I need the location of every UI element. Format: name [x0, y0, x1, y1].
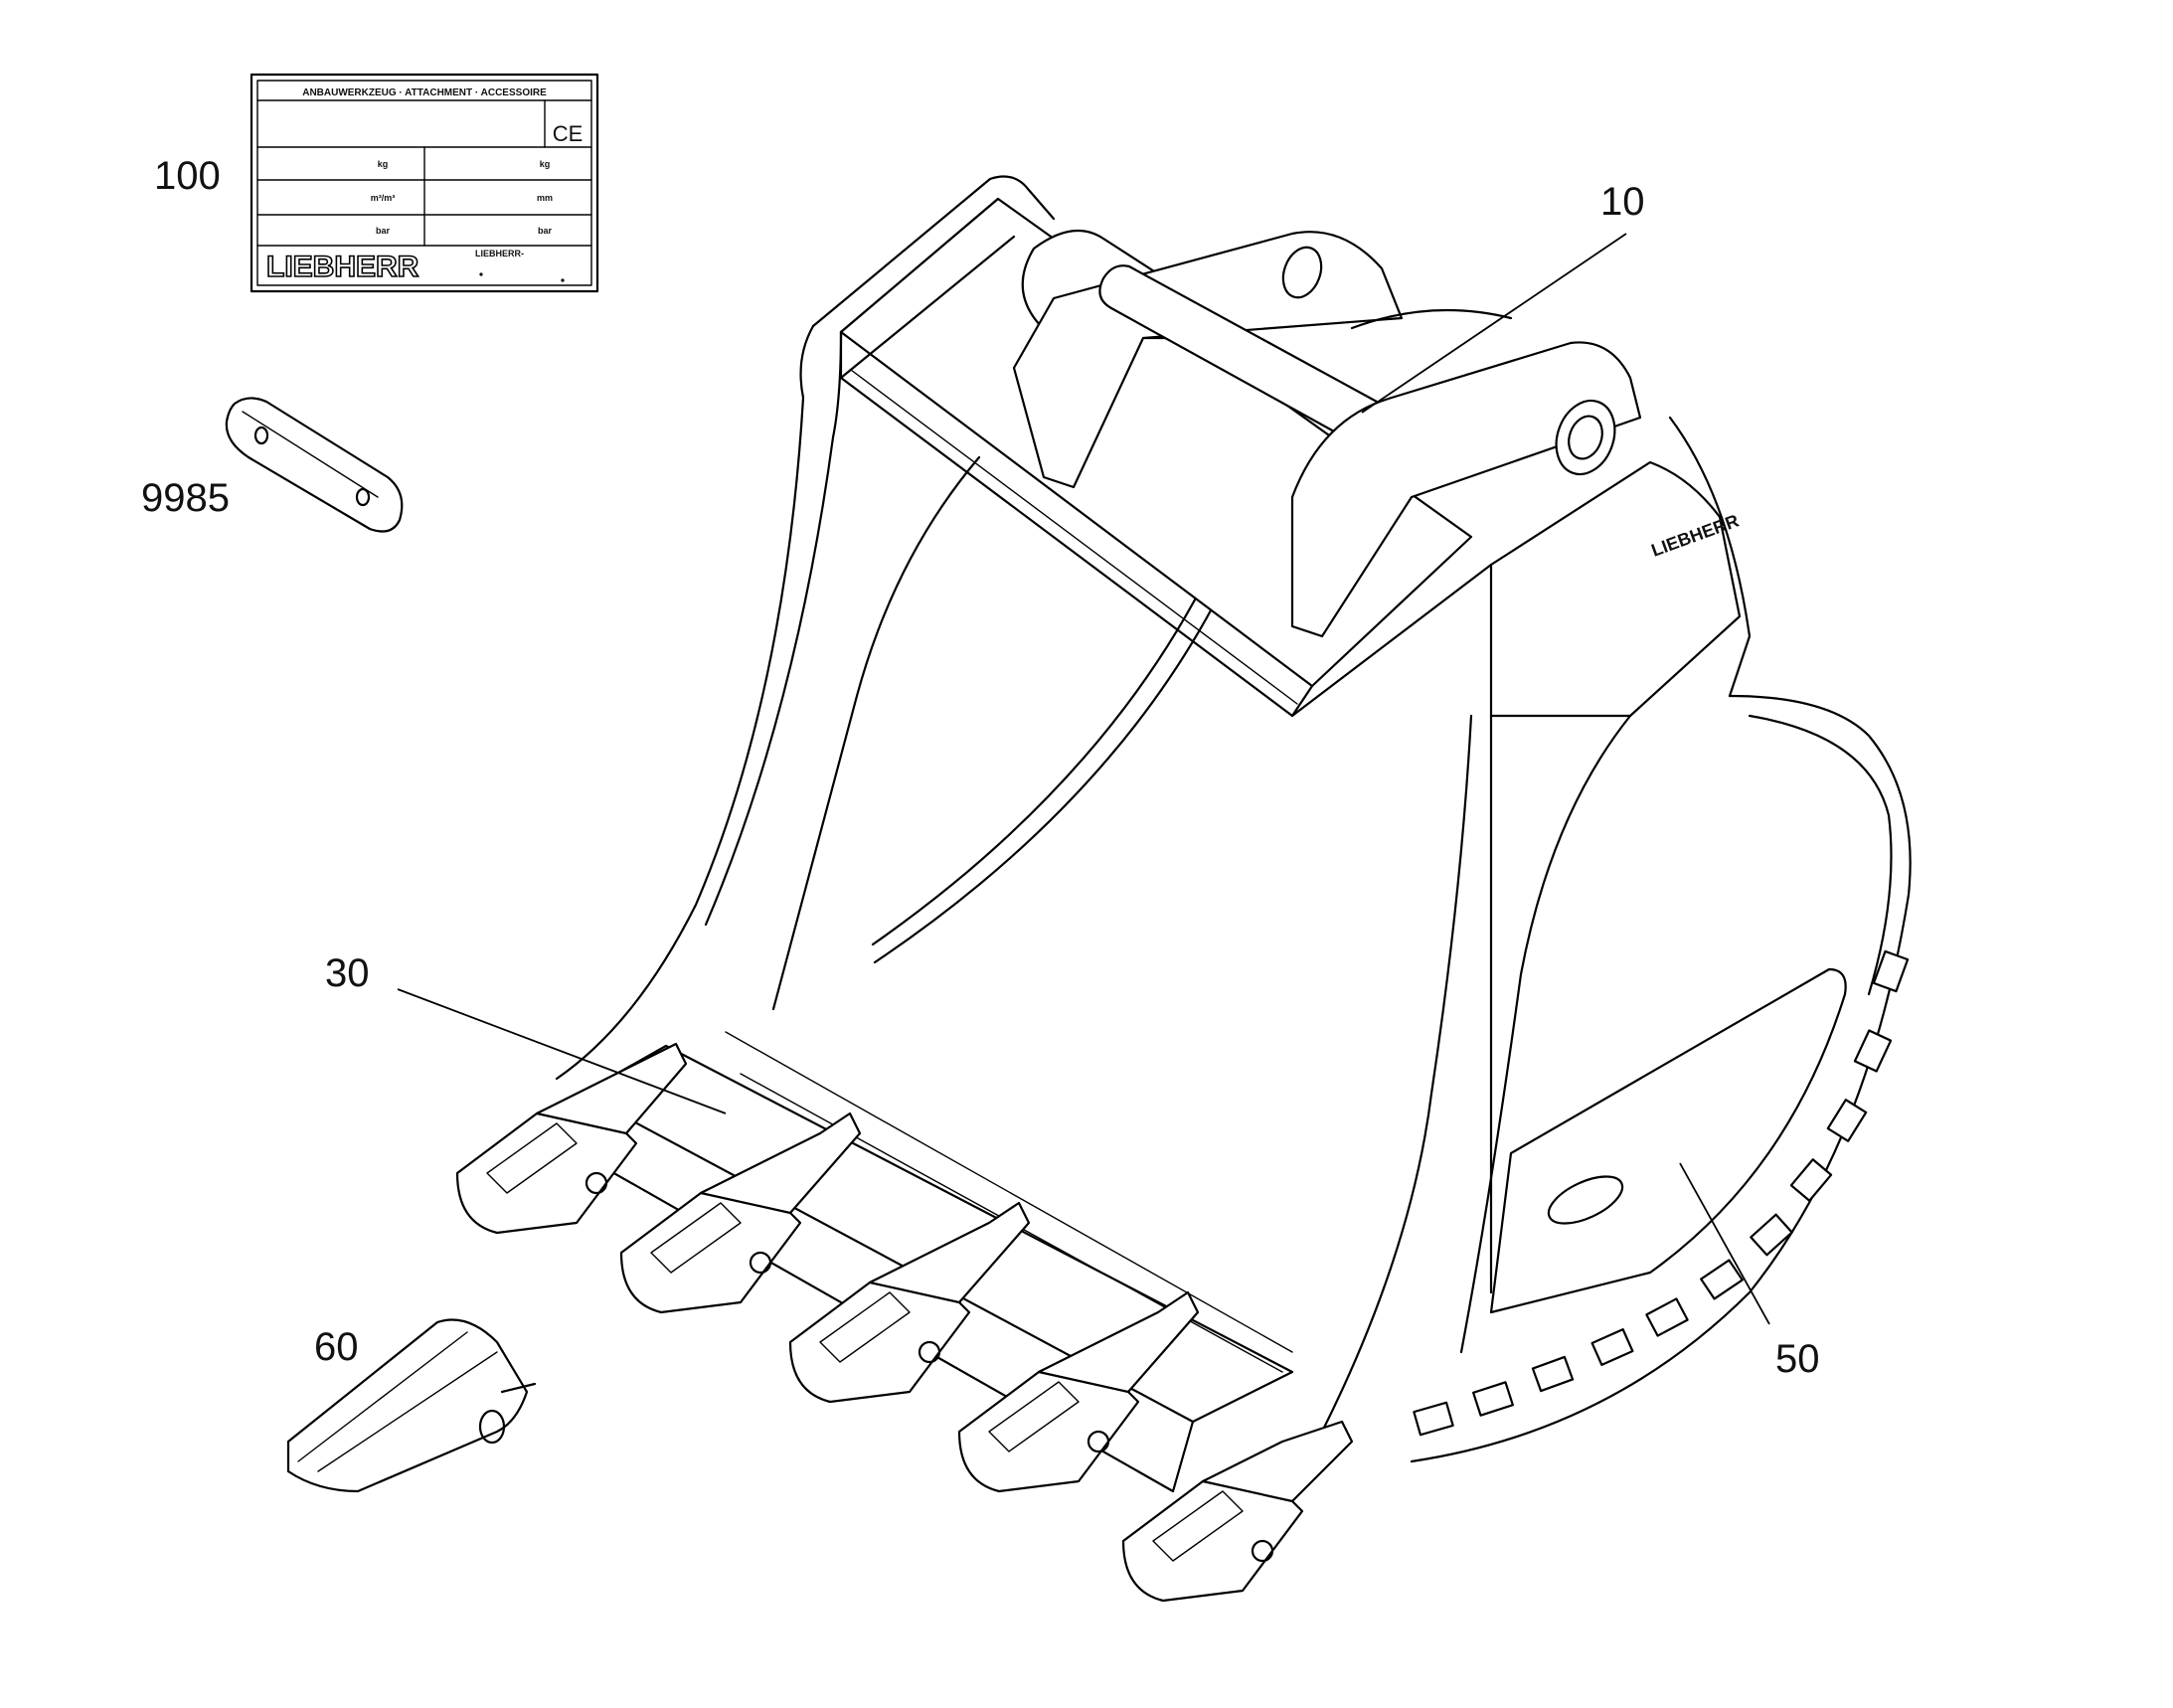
callout-9985: 9985 — [141, 476, 230, 520]
ce-mark: CE — [553, 121, 584, 146]
callout-50: 50 — [1775, 1337, 1820, 1381]
spacer-plate — [225, 397, 404, 533]
leader-lines — [397, 233, 1770, 1325]
callout-30: 30 — [325, 951, 370, 995]
plate-brand-logo: LIEBHERR — [266, 251, 419, 283]
tooth-system — [455, 1042, 1354, 1603]
loose-tooth — [286, 1318, 537, 1493]
tooth-5 — [1121, 1420, 1354, 1603]
callout-60: 60 — [314, 1325, 359, 1369]
tooth-1 — [455, 1042, 688, 1235]
plate-row-2-left: m³/m³ — [371, 193, 396, 203]
plate-header: ANBAUWERKZEUG · ATTACHMENT · ACCESSOIRE — [302, 87, 547, 98]
plate-row-3-right: bar — [538, 226, 553, 236]
plate-row-3-left: bar — [376, 226, 391, 236]
tooth-4 — [957, 1290, 1200, 1493]
shell-wear-strips — [1413, 949, 1910, 1437]
plate-row-1-right: kg — [540, 159, 551, 169]
callout-100: 100 — [154, 154, 221, 198]
bucket-body: LIEBHERR — [555, 175, 1912, 1493]
name-plate: ANBAUWERKZEUG · ATTACHMENT · ACCESSOIRE … — [250, 73, 599, 293]
plate-brand-sub: LIEBHERR- — [475, 249, 524, 258]
plate-row-2-right: mm — [537, 193, 553, 203]
callout-10: 10 — [1600, 180, 1645, 224]
tooth-3 — [788, 1201, 1031, 1404]
plate-row-1-left: kg — [378, 159, 389, 169]
tooth-2 — [619, 1111, 862, 1314]
